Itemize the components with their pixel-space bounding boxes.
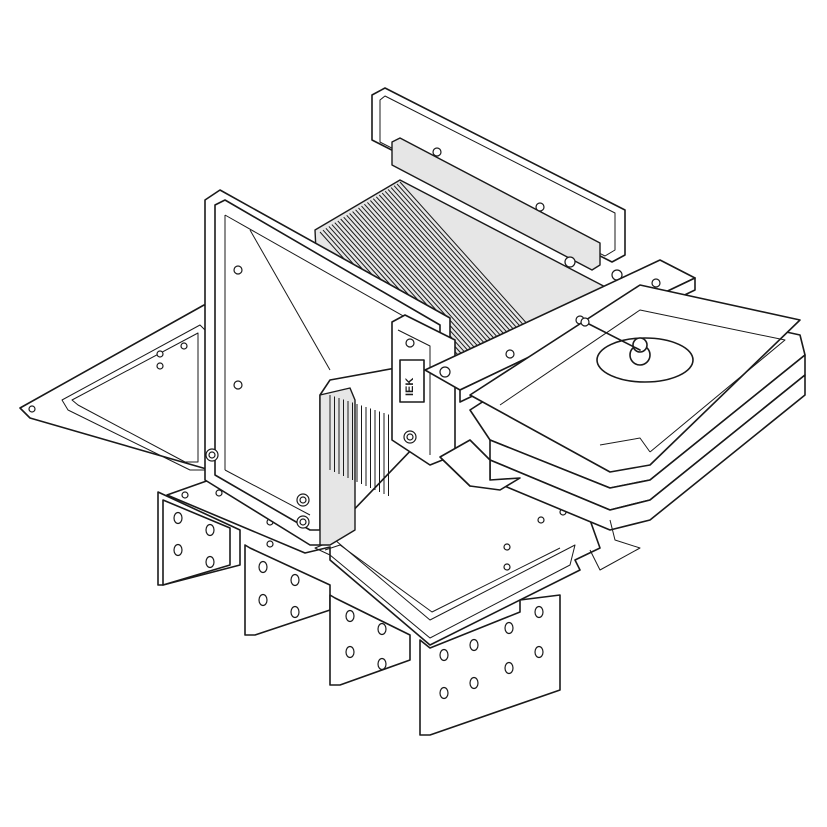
terminal-plate-3 [329,594,411,686]
terminal-plate-4 [419,594,561,736]
terminal-plate-1 [157,491,241,586]
flexible-link-stack [469,284,806,571]
terminal-plate-2 [244,544,331,636]
plate-step [439,439,521,491]
manufacturer-logo: IEK [404,378,416,396]
logo-clamp: IEK [391,314,456,466]
back-flange-frame [371,87,626,281]
front-flange-frame [204,189,451,546]
